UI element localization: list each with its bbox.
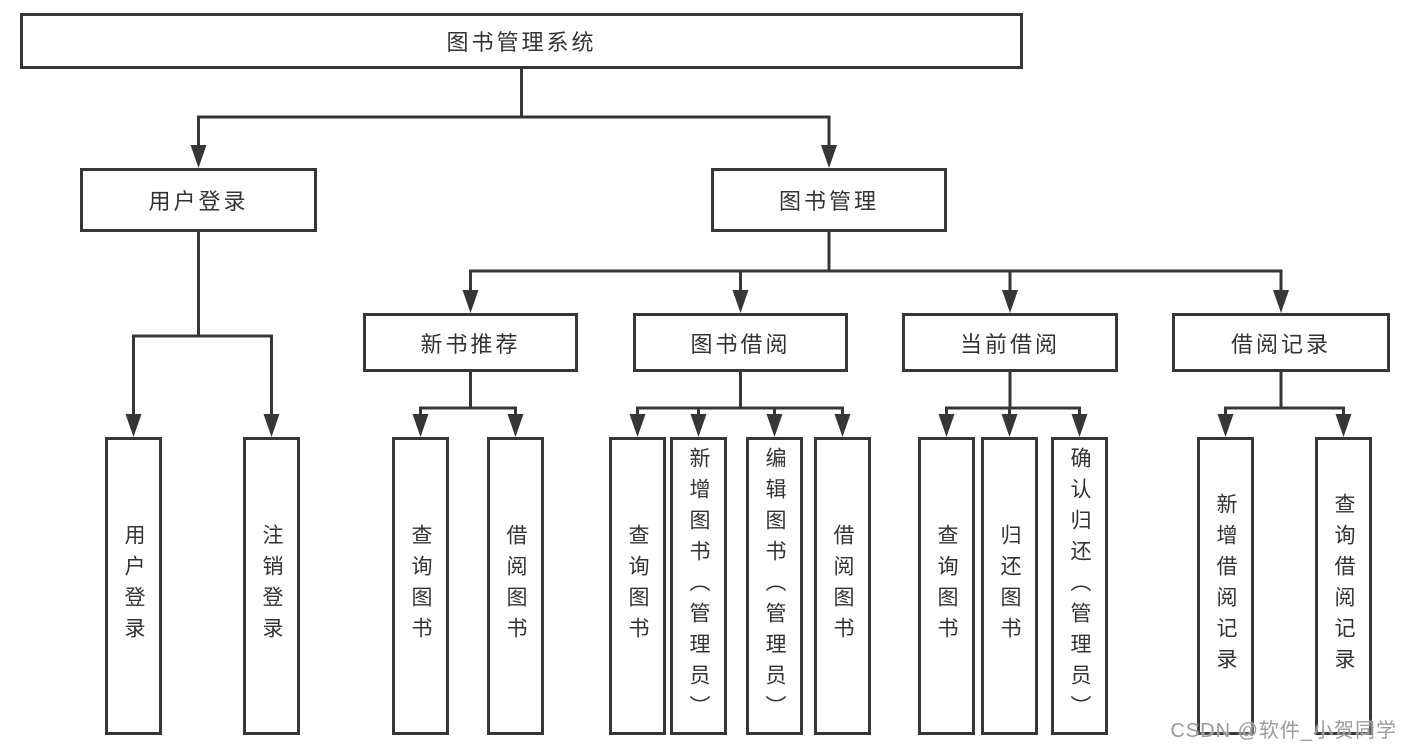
leaf-logout: 注销登录 (243, 437, 300, 735)
leaf-query-borrow-record: 查询借阅记录 (1315, 437, 1372, 735)
leaf-query-books-recommend: 查询图书 (392, 437, 449, 735)
node-label: 新书推荐 (420, 331, 521, 357)
node-label: 查询图书 (626, 524, 649, 648)
node-label: 借阅图书 (831, 524, 854, 648)
node-label: 新增借阅记录 (1214, 493, 1237, 679)
leaf-confirm-return-admin: 确认归还（管理员） (1051, 437, 1108, 735)
node-new-book-recommend: 新书推荐 (363, 313, 578, 372)
node-root: 图书管理系统 (20, 13, 1023, 69)
node-label: 注销登录 (260, 524, 283, 648)
node-label: 归还图书 (998, 524, 1021, 648)
leaf-query-books-current: 查询图书 (918, 437, 975, 735)
leaf-borrow-books-recommend: 借阅图书 (487, 437, 544, 735)
node-label: 图书管理 (778, 189, 879, 214)
node-book-borrowing: 图书借阅 (633, 313, 848, 372)
leaf-query-books-borrowing: 查询图书 (609, 437, 666, 735)
node-book-management: 图书管理 (711, 168, 947, 232)
node-label: 借阅图书 (504, 524, 527, 648)
node-label: 编辑图书（管理员） (763, 446, 786, 726)
leaf-edit-books-admin: 编辑图书（管理员） (746, 437, 803, 735)
node-current-borrowing: 当前借阅 (902, 313, 1118, 372)
node-label: 图书借阅 (690, 331, 791, 357)
node-label: 图书管理系统 (446, 30, 597, 55)
leaf-add-borrow-record: 新增借阅记录 (1197, 437, 1254, 735)
node-label: 查询借阅记录 (1332, 493, 1355, 679)
watermark-text: CSDN @软件_小贺同学 (1170, 720, 1397, 742)
node-borrowing-records: 借阅记录 (1172, 313, 1390, 372)
node-label: 用户登录 (122, 524, 145, 648)
node-label: 新增图书（管理员） (687, 446, 710, 726)
node-label: 确认归还（管理员） (1068, 446, 1091, 726)
leaf-user-login: 用户登录 (105, 437, 162, 735)
leaf-add-books-admin: 新增图书（管理员） (670, 437, 727, 735)
node-label: 查询图书 (409, 524, 432, 648)
node-user-login: 用户登录 (80, 168, 317, 232)
leaf-return-books: 归还图书 (981, 437, 1038, 735)
node-label: 借阅记录 (1230, 331, 1331, 357)
node-label: 查询图书 (935, 524, 958, 648)
node-label: 用户登录 (148, 189, 249, 214)
node-label: 当前借阅 (959, 331, 1060, 357)
leaf-borrow-books: 借阅图书 (814, 437, 871, 735)
